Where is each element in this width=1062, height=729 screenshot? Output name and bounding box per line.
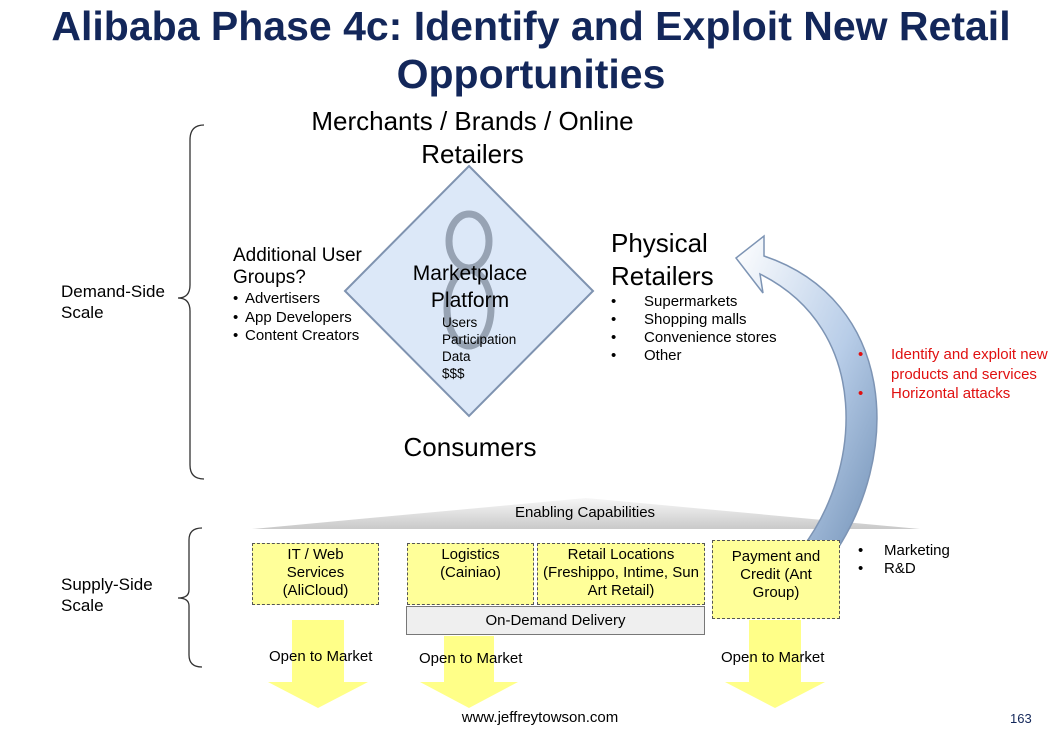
down-arrow-it (268, 620, 368, 708)
down-arrow-logistics (420, 636, 518, 708)
enabling-capabilities-triangle (252, 498, 920, 529)
infinity-icon (443, 210, 495, 350)
list-item: •Horizontal attacks (858, 385, 1011, 402)
enabling-capabilities-label: Enabling Capabilities (514, 504, 656, 521)
capability-box-payment: Payment and Credit (Ant Group) (712, 540, 840, 619)
down-arrow-payment (725, 620, 825, 708)
additional-users-list: •Advertisers •App Developers •Content Cr… (233, 290, 359, 346)
supply-side-label: Supply-Side Scale (61, 575, 153, 615)
list-item: •Convenience stores (611, 329, 777, 346)
marketplace-item: Participation (442, 332, 517, 347)
open-to-market-label: Open to Market (269, 648, 373, 665)
other-capabilities-list: •Marketing •R&D (858, 542, 950, 578)
list-item: •Shopping malls (611, 311, 747, 328)
on-demand-delivery-bar: On-Demand Delivery (406, 606, 705, 635)
list-item: •App Developers (233, 308, 352, 326)
marketplace-items: Users Participation Data $$$ (442, 314, 516, 382)
demand-side-label: Demand-Side Scale (61, 282, 165, 322)
marketplace-diamond (343, 164, 595, 418)
demand-side-bracket (177, 124, 205, 480)
page-title: Alibaba Phase 4c: Identify and Exploit N… (51, 3, 1011, 97)
list-item: •Advertisers (233, 290, 321, 307)
capability-box-retail: Retail Locations (Freshippo, Intime, Sun… (537, 543, 705, 605)
list-item: •Supermarkets (611, 293, 738, 310)
physical-retailers-title: Physical Retailers (611, 228, 714, 291)
list-item: •Content Creators (233, 327, 360, 344)
physical-retailers-list: •Supermarkets •Shopping malls •Convenien… (611, 293, 777, 365)
open-to-market-label: Open to Market (419, 650, 523, 667)
curved-exploit-arrow (734, 234, 878, 561)
additional-users-title: Additional User Groups? (233, 245, 362, 288)
consumers-label: Consumers (403, 432, 537, 462)
marketplace-item: Users (442, 315, 478, 330)
merchants-label: Merchants / Brands / Online Retailers (311, 106, 634, 169)
capability-box-logistics: Logistics (Cainiao) (407, 543, 534, 605)
list-item: •R&D (858, 560, 916, 577)
page-number: 163 (1010, 711, 1032, 726)
open-to-market-label: Open to Market (721, 649, 825, 666)
capability-box-it: IT / Web Services (AliCloud) (252, 543, 379, 605)
marketplace-title: Marketplace Platform (412, 262, 528, 312)
marketplace-item: $$$ (442, 366, 465, 381)
supply-side-bracket (177, 527, 203, 668)
list-item: •Identify and exploit new products and s… (858, 346, 1048, 383)
list-item: •Other (611, 347, 682, 364)
exploit-notes: •Identify and exploit new products and s… (858, 345, 1048, 404)
list-item: •Marketing (858, 542, 950, 559)
marketplace-item: Data (442, 349, 471, 364)
footer-url: www.jeffreytowson.com (461, 709, 619, 726)
